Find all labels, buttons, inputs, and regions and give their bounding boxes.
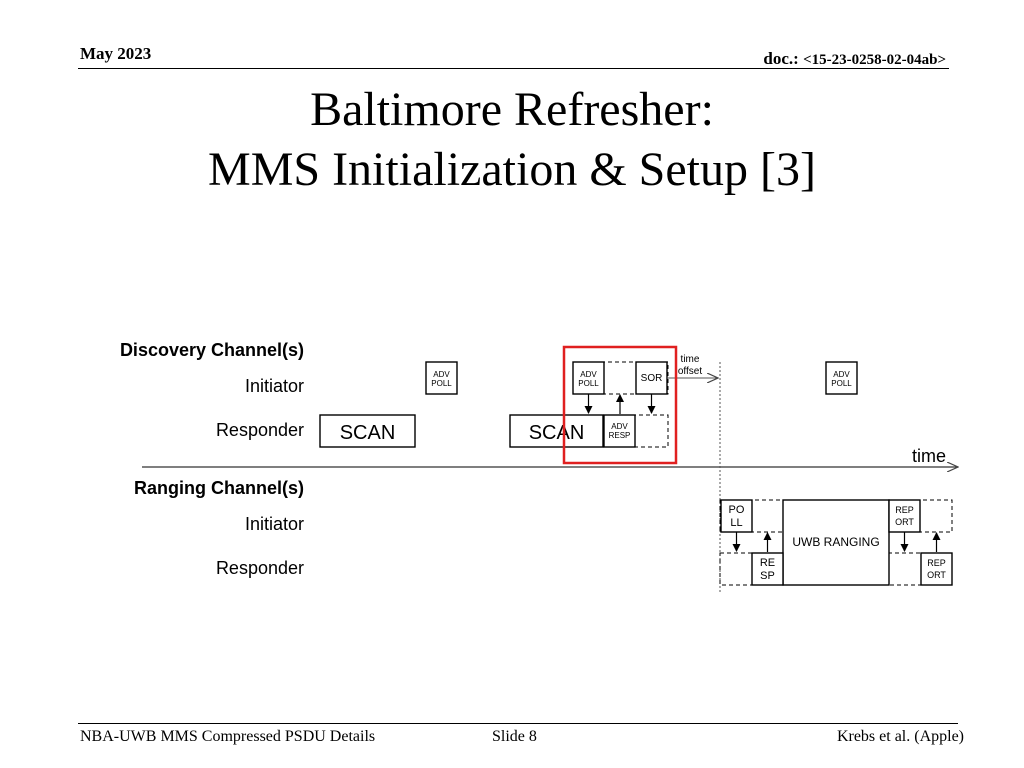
- scan-1-label: SCAN: [340, 422, 396, 444]
- adv-poll-3-line1: ADV: [833, 370, 850, 379]
- adv-poll-3-line2: POLL: [831, 379, 852, 388]
- highlight-box: [562, 345, 678, 465]
- adv-resp-line1: ADV: [611, 422, 628, 431]
- adv-poll-block-1: [425, 361, 458, 395]
- time-offset-label-1: time: [681, 354, 700, 365]
- poll-block: [720, 499, 753, 533]
- ranging-channel-label: Ranging Channel(s): [134, 478, 304, 498]
- time-axis-label: time: [912, 446, 946, 466]
- ranging-responder-label: Responder: [215, 558, 304, 578]
- time-offset-label-2: offset: [678, 366, 702, 377]
- adv-poll-block-2: [572, 361, 605, 395]
- adv-resp-block: [603, 414, 636, 448]
- scan-2-label: SCAN: [529, 422, 585, 444]
- footer-authors: Krebs et al. (Apple): [836, 728, 964, 745]
- report-initiator-line1: REP: [895, 505, 914, 515]
- uwb-ranging-label: UWB RANGING: [792, 535, 879, 549]
- footer-slide-number: Slide 8: [492, 728, 537, 745]
- header-date: May 2023: [80, 44, 152, 63]
- poll-line1: PO: [729, 504, 745, 516]
- report-block-initiator: [888, 499, 921, 533]
- adv-resp-line2: RESP: [609, 431, 631, 440]
- footer-divider: [78, 723, 958, 724]
- ranging-initiator-label: Initiator: [244, 514, 304, 534]
- resp-line2: SP: [760, 570, 775, 582]
- report-block-responder: [920, 552, 953, 586]
- discovery-channel-label: Discovery Channel(s): [119, 340, 304, 360]
- resp-line1: RE: [760, 557, 775, 569]
- doc-prefix: doc.:: [763, 49, 804, 68]
- adv-poll-2-line2: POLL: [578, 379, 599, 388]
- title-line-2: MMS Initialization & Setup [3]: [208, 143, 816, 196]
- adv-poll-1-line1: ADV: [433, 370, 450, 379]
- uwb-ranging-block: [782, 499, 890, 586]
- scan-block-1: [319, 414, 416, 448]
- adv-poll-block-3: [825, 361, 858, 395]
- footer-left: NBA-UWB MMS Compressed PSDU Details: [80, 728, 376, 745]
- doc-number: <15-23-0258-02-04ab>: [803, 52, 946, 68]
- resp-block: [751, 552, 784, 586]
- slide-title: Baltimore Refresher: MMS Initialization …: [0, 80, 1024, 200]
- discovery-initiator-label: Initiator: [244, 376, 304, 396]
- header-doc-id: doc.: <15-23-0258-02-04ab>: [763, 49, 946, 69]
- discovery-responder-label: Responder: [215, 420, 304, 440]
- scan-block-2: [509, 414, 604, 448]
- adv-poll-1-line2: POLL: [431, 379, 452, 388]
- header-divider: [78, 68, 949, 69]
- sor-label: SOR: [641, 373, 663, 384]
- report-responder-line2: ORT: [927, 570, 946, 580]
- poll-line2: LL: [730, 517, 742, 529]
- report-initiator-line2: ORT: [895, 517, 914, 527]
- adv-poll-2-line1: ADV: [580, 370, 597, 379]
- title-line-1: Baltimore Refresher:: [310, 83, 714, 136]
- report-responder-line1: REP: [927, 558, 946, 568]
